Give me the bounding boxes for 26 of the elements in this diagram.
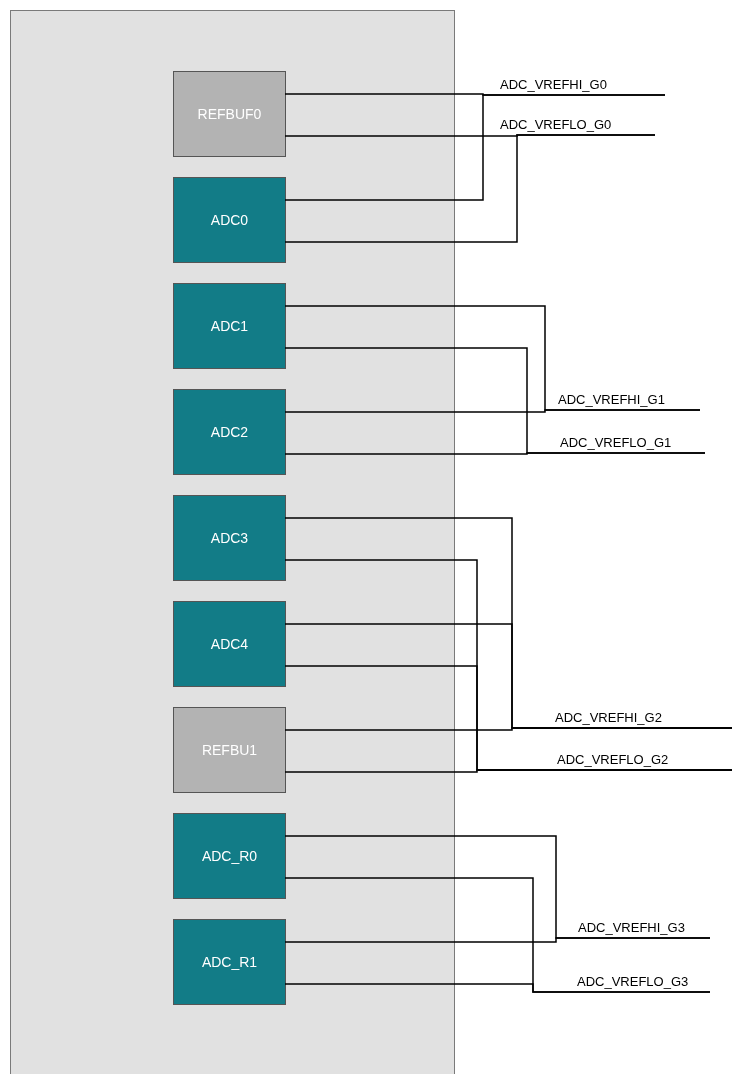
adc-block: ADC1 xyxy=(173,283,286,369)
wire xyxy=(284,937,711,943)
wire xyxy=(284,409,701,413)
chip-outline xyxy=(10,10,455,1074)
buffer-block: REFBUF0 xyxy=(173,71,286,157)
wire xyxy=(284,727,733,731)
signal-name: ADC_VREFHI_G1 xyxy=(558,391,700,410)
adc-block: ADC0 xyxy=(173,177,286,263)
wire xyxy=(284,134,656,243)
adc-block: ADC3 xyxy=(173,495,286,581)
signal-name: ADC_VREFLO_G2 xyxy=(557,751,732,770)
wire xyxy=(284,452,706,455)
signal-name: ADC_VREFHI_G3 xyxy=(578,919,710,938)
wire xyxy=(284,769,733,773)
signal-name: ADC_VREFLO_G0 xyxy=(500,116,655,135)
adc-block: ADC2 xyxy=(173,389,286,475)
wire xyxy=(284,983,711,993)
signal-name: ADC_VREFHI_G0 xyxy=(500,76,665,95)
signal-name: ADC_VREFLO_G1 xyxy=(560,434,705,453)
buffer-block: REFBU1 xyxy=(173,707,286,793)
adc-block: ADC_R0 xyxy=(173,813,286,899)
adc-block: ADC_R1 xyxy=(173,919,286,1005)
signal-name: ADC_VREFHI_G2 xyxy=(555,709,732,728)
adc-block: ADC4 xyxy=(173,601,286,687)
signal-name: ADC_VREFLO_G3 xyxy=(577,973,710,992)
wire xyxy=(284,94,666,201)
